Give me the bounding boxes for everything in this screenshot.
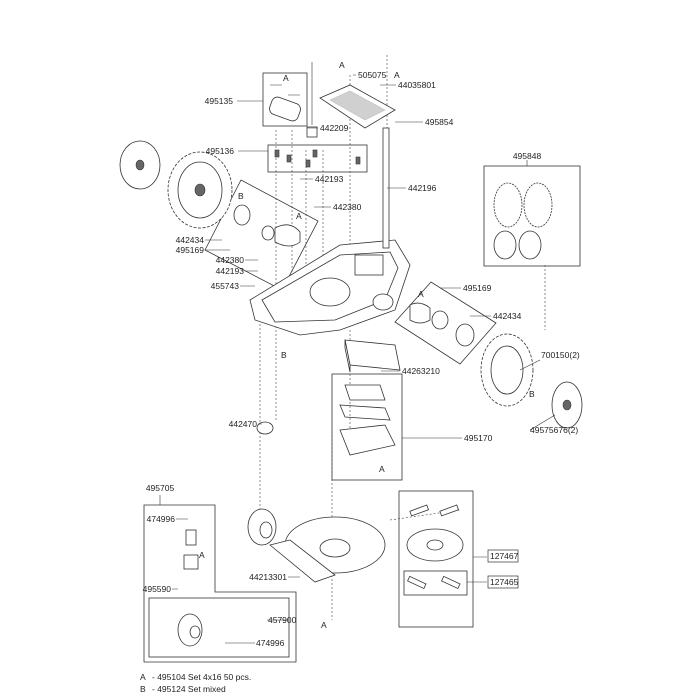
- wheels-495848: [493, 182, 553, 260]
- callout-442380: 442380: [216, 255, 245, 265]
- part-442470: [256, 421, 274, 435]
- callout-442196: 442196: [408, 183, 437, 193]
- callout-127465: 127465: [490, 577, 519, 587]
- group-box-495135: [262, 72, 308, 127]
- motor-left: [233, 204, 301, 247]
- marker-a: A: [394, 70, 400, 80]
- callout-455743: 455743: [211, 281, 240, 291]
- callout-495854: 495854: [425, 117, 454, 127]
- group-box-495705: [143, 504, 297, 663]
- group-box-right-motor: [394, 281, 497, 365]
- group-box-blade-disc: [398, 490, 474, 628]
- chassis-body: [249, 239, 411, 336]
- callout-474996: 474996: [147, 514, 176, 524]
- callout-495135: 495135: [205, 96, 234, 106]
- callout-442193: 442193: [315, 174, 344, 184]
- group-box-495170: [331, 373, 403, 481]
- circuit-board: [319, 84, 396, 249]
- bottom-plate-44213301: [269, 516, 386, 583]
- callout-442434: 442434: [493, 311, 522, 321]
- clips-495136: [274, 149, 361, 168]
- callout-442193: 442193: [216, 266, 245, 276]
- tube-part: [269, 84, 301, 122]
- marker-a: A: [199, 550, 205, 560]
- connector-442209: [306, 126, 318, 138]
- callout-127467: 127467: [490, 551, 519, 561]
- callout-49575676: 49575676(2): [530, 425, 578, 435]
- callout-box-127467: [487, 549, 519, 563]
- front-wheel: [247, 508, 277, 546]
- caster-assembly: [177, 529, 203, 647]
- battery-cover-495170: [339, 384, 396, 456]
- callout-box-127465: [487, 575, 519, 589]
- callout-442470: 442470: [229, 419, 258, 429]
- marker-b: B: [281, 350, 287, 360]
- callout-44035801: 44035801: [398, 80, 436, 90]
- group-box-127465: [403, 570, 468, 596]
- callout-495170: 495170: [464, 433, 493, 443]
- marker-a: A: [321, 620, 327, 630]
- marker-a: A: [339, 60, 345, 70]
- callout-495705: 495705: [146, 483, 175, 493]
- callout-44263210: 44263210: [402, 366, 440, 376]
- battery-44263210: [344, 339, 401, 373]
- legend: A - 495104 Set 4x16 50 pcs. B - 495124 S…: [140, 672, 251, 694]
- motor-right: [409, 302, 475, 347]
- drive-wheel-left: [119, 140, 233, 229]
- marker-b: B: [238, 191, 244, 201]
- marker-a: A: [296, 211, 302, 221]
- marker-b: B: [529, 389, 535, 399]
- callout-457900: 457900: [268, 615, 297, 625]
- callout-495169: 495169: [463, 283, 492, 293]
- group-box-495136: [267, 144, 368, 173]
- callout-442209: 442209: [320, 123, 349, 133]
- callout-495136: 495136: [206, 146, 235, 156]
- legend-key-a: A: [140, 672, 146, 682]
- callout-474996: 474996: [256, 638, 285, 648]
- marker-a: A: [283, 73, 289, 83]
- callout-495169: 495169: [176, 245, 205, 255]
- callout-44213301: 44213301: [249, 572, 287, 582]
- marker-a: A: [418, 289, 424, 299]
- callout-495590: 495590: [143, 584, 172, 594]
- callout-505075: 505075: [358, 70, 387, 80]
- legend-text-b: - 495124 Set mixed: [152, 684, 226, 694]
- legend-key-b: B: [140, 684, 146, 694]
- group-box-495848: [483, 165, 581, 267]
- group-box-457900: [148, 597, 290, 658]
- drive-wheel-right: [480, 333, 583, 429]
- callout-442380: 442380: [333, 202, 362, 212]
- callout-495848: 495848: [513, 151, 542, 161]
- blade-disc: [406, 504, 464, 590]
- marker-a: A: [379, 464, 385, 474]
- legend-text-a: - 495104 Set 4x16 50 pcs.: [152, 672, 251, 682]
- callout-442434: 442434: [176, 235, 205, 245]
- callout-700150: 700150(2): [541, 350, 580, 360]
